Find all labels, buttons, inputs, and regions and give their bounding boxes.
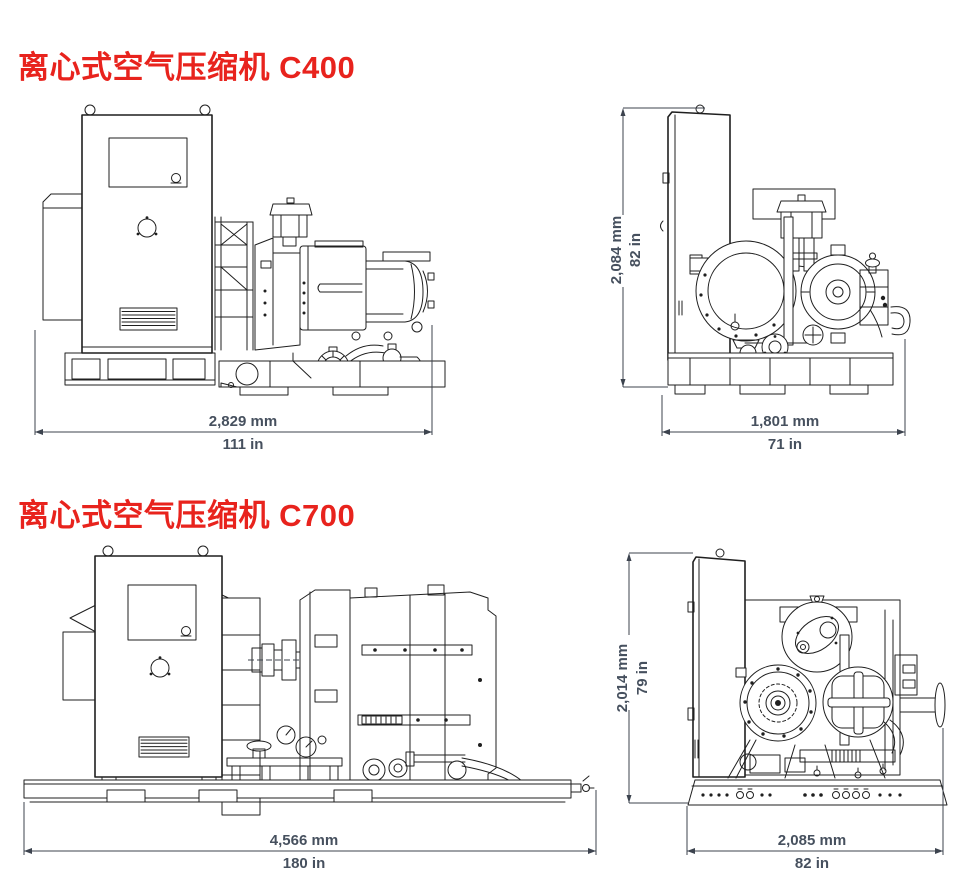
- cabinet-window: [108, 137, 188, 188]
- base-skid: [23, 775, 595, 803]
- c400-length-mm: 2,829 mm: [209, 413, 277, 430]
- c400-width-dimension: 1,801 mm 71 in: [661, 339, 906, 453]
- c700-width-in: 82 in: [795, 855, 829, 872]
- c400-height-dimension: 2,084 mm 82 in: [608, 107, 705, 388]
- support-stand: [226, 725, 343, 783]
- c400-side-machine: [42, 104, 446, 396]
- c700-height-mm: 2,014 mm: [614, 644, 631, 712]
- motor-body: [299, 245, 367, 331]
- lifting-eye: [102, 545, 114, 557]
- control-cabinet: [687, 548, 746, 778]
- compressor-end-bell: [365, 260, 424, 323]
- vent-grille: [119, 307, 178, 331]
- lifting-eye: [199, 104, 211, 116]
- c700-height-dimension: 2,014 mm 79 in: [614, 552, 693, 804]
- lifting-eye: [197, 545, 209, 557]
- lifting-eye: [84, 104, 96, 116]
- c400-end-machine: [660, 104, 911, 395]
- c400-section-title: 离心式空气压缩机 C400: [18, 50, 356, 85]
- control-cabinet: [94, 555, 223, 778]
- control-cabinet: [81, 114, 213, 354]
- first-stage-compressor: [735, 664, 817, 742]
- c700-end-view-drawing: 2,014 mm 79 in 2,085 mm 82 in: [614, 548, 948, 872]
- c700-length-dimension: 4,566 mm 180 in: [23, 790, 597, 872]
- c700-length-mm: 4,566 mm: [270, 832, 338, 849]
- gearbox: [295, 589, 351, 781]
- c400-height-mm: 2,084 mm: [608, 216, 625, 284]
- base-frame: [667, 352, 894, 395]
- c400-height-in: 82 in: [627, 233, 644, 267]
- c400-length-in: 111 in: [223, 436, 264, 453]
- c700-side-machine: [23, 545, 595, 816]
- c700-width-dimension: 2,085 mm 82 in: [686, 728, 944, 872]
- c700-end-machine: [687, 548, 948, 806]
- c400-side-view-drawing: 2,829 mm 111 in: [34, 104, 446, 453]
- air-filter: [269, 197, 313, 247]
- oil-piping: [362, 751, 523, 786]
- valve-train: [859, 252, 911, 336]
- second-stage-compressor: [800, 244, 876, 344]
- c400-length-dimension: 2,829 mm 111 in: [34, 325, 433, 453]
- discharge-pipe: [883, 654, 946, 756]
- c400-width-in: 71 in: [768, 436, 802, 453]
- c700-section-title: 离心式空气压缩机 C700: [18, 498, 356, 533]
- c400-width-mm: 1,801 mm: [751, 413, 819, 430]
- second-stage-housing: [822, 666, 894, 738]
- drain-valve: [570, 775, 595, 793]
- base-skid: [687, 779, 948, 806]
- c700-length-in: 180 in: [283, 855, 326, 872]
- vent-grille: [138, 736, 190, 758]
- gearbox-top-housing: [781, 595, 853, 673]
- c700-side-view-drawing: 4,566 mm 180 in: [23, 545, 597, 872]
- brand-logo-mark: [149, 656, 171, 678]
- lower-piping: [727, 739, 896, 779]
- c700-height-in: 79 in: [634, 661, 651, 695]
- c400-end-view-drawing: 2,084 mm 82 in 1,801 mm 71 in: [608, 104, 911, 453]
- base-frame: [64, 352, 446, 396]
- cabinet-window: [127, 584, 197, 641]
- c700-width-mm: 2,085 mm: [778, 832, 846, 849]
- brand-logo-mark: [136, 216, 158, 238]
